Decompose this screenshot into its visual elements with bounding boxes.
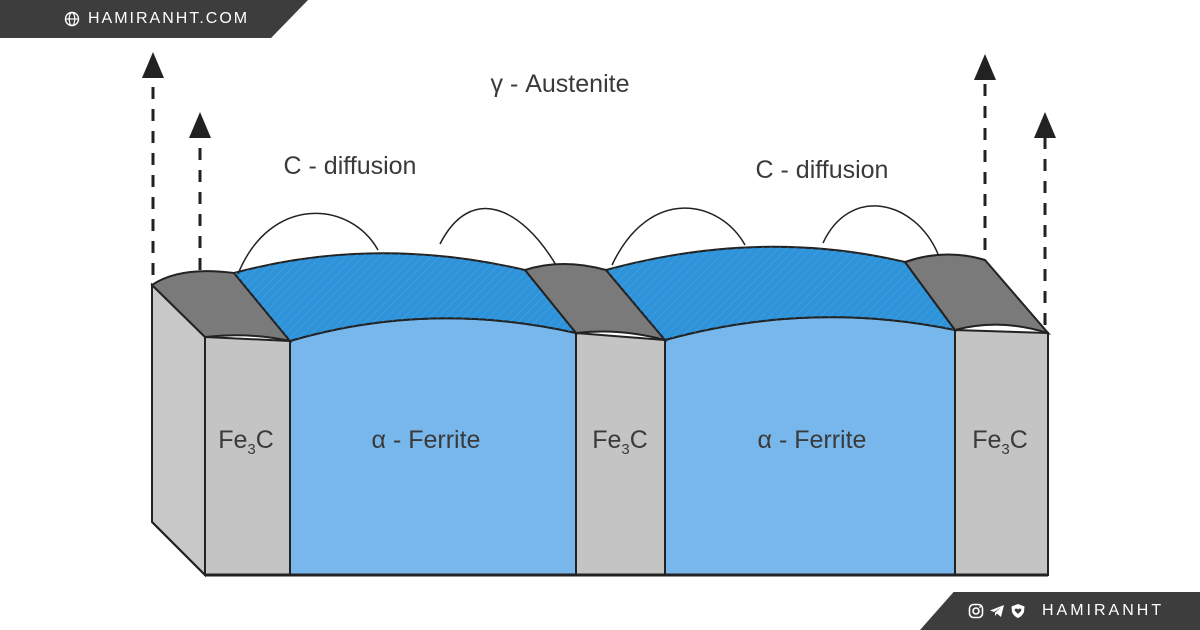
cementite-label-1: Fe3C [218, 426, 274, 458]
austenite-label: γ - Austenite [491, 70, 630, 98]
diffusion-arc-2 [439, 207, 557, 266]
diffusion-arc-1 [237, 212, 379, 275]
top-brand-banner: HAMIRANHT.COM [0, 0, 308, 38]
edge-line [151, 521, 206, 576]
instagram-icon[interactable] [968, 603, 984, 619]
ferrite-label-2: α - Ferrite [758, 426, 867, 454]
cementite-label-2: Fe3C [592, 426, 648, 458]
cementite-label-3: Fe3C [972, 426, 1028, 458]
growth-arrow-2 [189, 112, 211, 270]
diffusion-arc-4 [822, 205, 939, 255]
growth-arrow-3 [974, 54, 996, 250]
telegram-icon[interactable] [989, 603, 1005, 619]
globe-icon [64, 11, 80, 27]
site-url: HAMIRANHT.COM [88, 10, 250, 27]
brand-handle: HAMIRANHT [1042, 602, 1165, 619]
diffusion-label-right: C - diffusion [756, 156, 889, 184]
diffusion-arc-3 [611, 207, 746, 266]
social-icons [968, 603, 1026, 619]
heart-shield-icon[interactable] [1010, 603, 1026, 619]
ferrite-label-1: α - Ferrite [372, 426, 481, 454]
bottom-brand-banner: HAMIRANHT [920, 592, 1200, 630]
growth-arrow-1 [142, 52, 164, 275]
diffusion-label-left: C - diffusion [284, 152, 417, 180]
ferrite-top-hatch-1 [234, 253, 576, 341]
ferrite-top-hatch-2 [606, 246, 955, 340]
growth-arrow-4 [1034, 112, 1056, 325]
cementite-top-face-3 [903, 253, 1052, 335]
